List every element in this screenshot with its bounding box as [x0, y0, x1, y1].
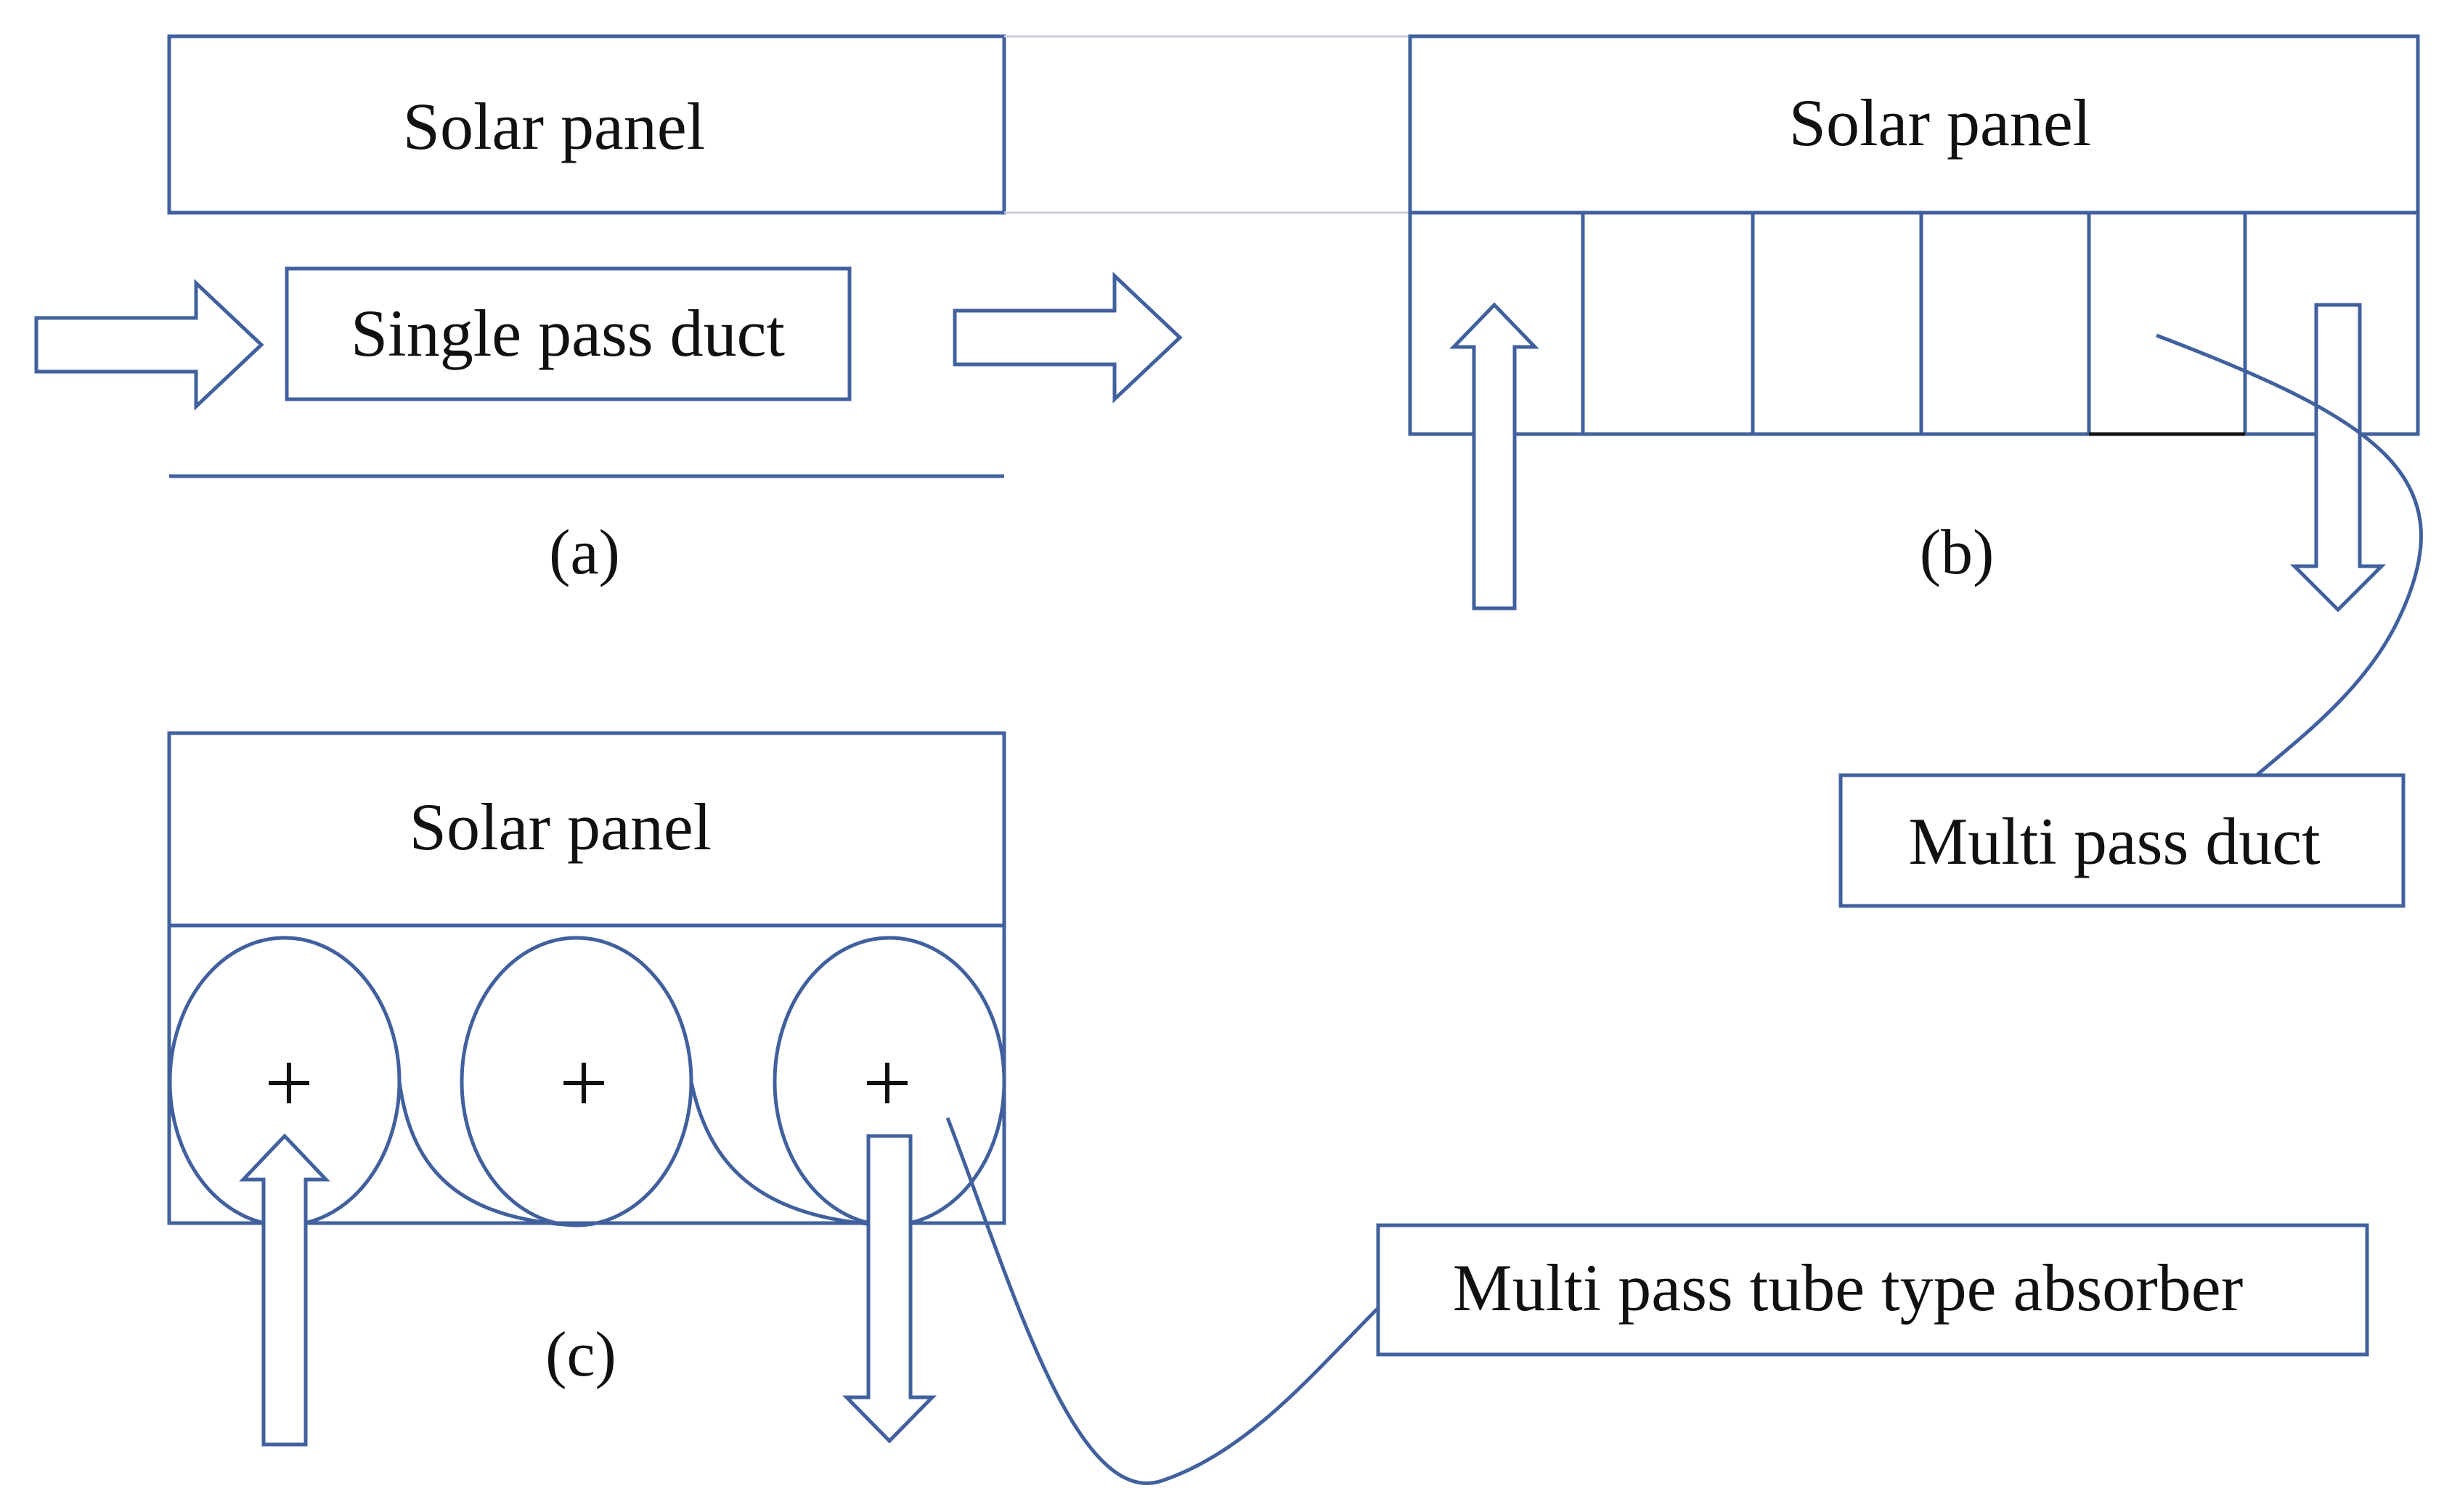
panel-c-inlet-arrow	[239, 1133, 330, 1447]
panel-b-caption: (b)	[1920, 518, 1995, 588]
panel-b-callout-leader	[2156, 333, 2423, 782]
panel-b-callout-label: Multi pass duct	[1908, 804, 2321, 878]
panel-b: Solar panel Multi pass duct (b)	[1408, 34, 2423, 908]
panel-c: Solar panel + + + Multi pass tube type a…	[167, 731, 2369, 1485]
panel-c-solar-panel-box	[167, 731, 1006, 928]
tube-center-marker: +	[863, 1034, 912, 1131]
panel-a: Solar panel Single pass duct (a)	[34, 34, 1183, 588]
panel-b-channel-dividers	[1581, 213, 2247, 434]
panel-b-duct-box	[1408, 211, 2420, 436]
panel-a-inlet-arrow	[34, 279, 264, 411]
panel-b-inlet-arrow	[1449, 302, 1539, 610]
tube-center-marker: +	[264, 1034, 314, 1131]
panel-a-outlet-arrow	[953, 271, 1183, 404]
tube-link-curve	[689, 1081, 890, 1227]
panel-c-caption: (c)	[545, 1320, 616, 1390]
panel-c-callout-box	[1376, 1223, 2369, 1357]
tube-link-curve	[397, 1081, 577, 1227]
panel-c-callout-label: Multi pass tube type absorber	[1453, 1251, 2243, 1325]
tube-center-marker: +	[559, 1034, 608, 1131]
panel-a-caption: (a)	[549, 518, 620, 588]
panel-a-solar-panel-label: Solar panel	[403, 89, 705, 163]
panel-b-solar-panel-label: Solar panel	[1789, 86, 2091, 160]
panel-c-solar-panel-label: Solar panel	[410, 790, 712, 864]
panel-b-solar-panel-box	[1408, 34, 2420, 215]
panel-c-tubes	[168, 936, 1006, 1227]
panel-c-outlet-arrow	[842, 1134, 937, 1444]
panel-a-duct-label: Single pass duct	[351, 296, 785, 370]
panel-b-outlet-arrow	[2289, 303, 2387, 613]
panel-a-solar-panel-box	[167, 34, 1006, 215]
panel-c-callout-leader	[945, 1117, 1381, 1485]
panel-a-duct-box	[285, 266, 852, 401]
panel-b-callout-box	[1838, 773, 2406, 908]
